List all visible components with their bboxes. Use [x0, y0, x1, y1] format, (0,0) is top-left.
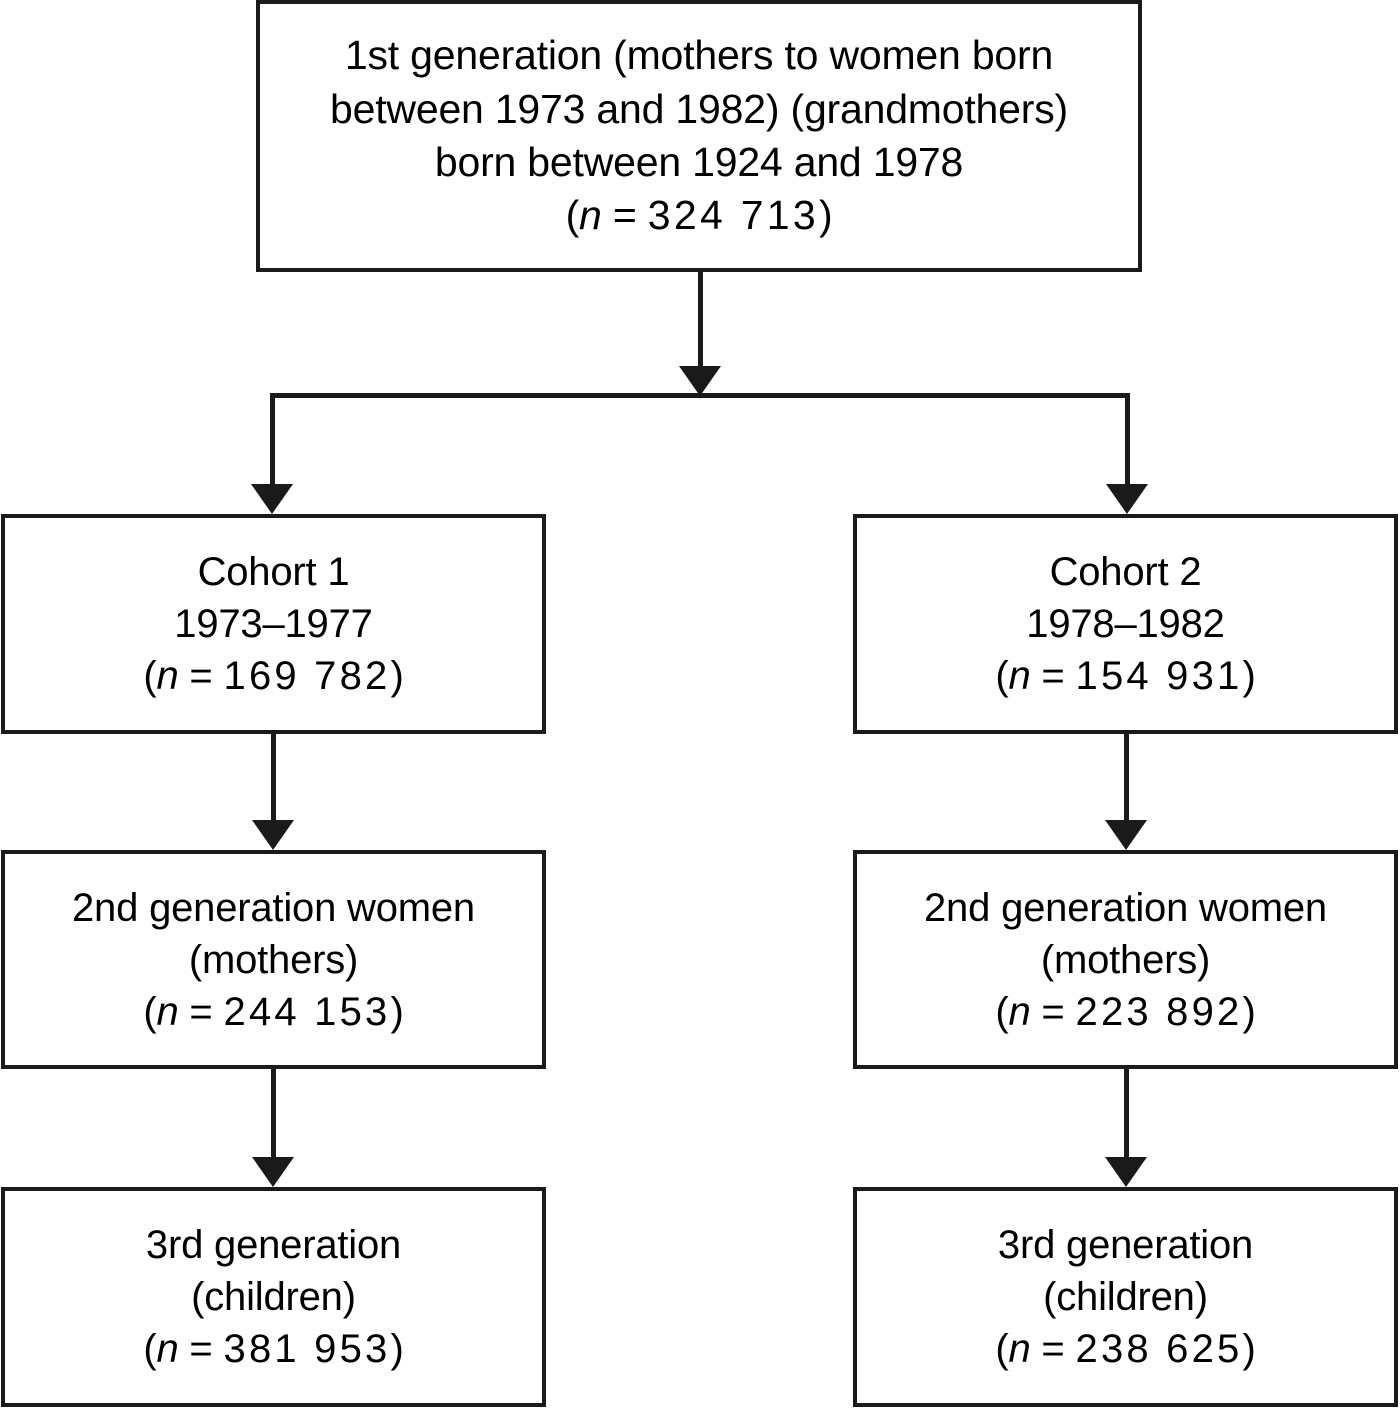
generation-2-right-line-1: 2nd generation women	[924, 885, 1327, 930]
generation-2-left-count: (n = 244 153)	[143, 989, 404, 1034]
connector-cohort1-to-gen2-arrowhead	[252, 820, 294, 850]
cohort-2-line-1: Cohort 2	[1049, 550, 1202, 594]
cohort-1-line-1: Cohort 1	[197, 550, 350, 594]
node-cohort-1: Cohort 1 1973–1977 (n = 169 782)	[1, 514, 546, 734]
connector-split-to-cohort2-arrowhead	[1106, 484, 1148, 514]
generation-3-left-line-2: (children)	[191, 1275, 356, 1319]
node-generation-1: 1st generation (mothers to women born be…	[256, 0, 1142, 272]
connector-split-bar	[270, 393, 1130, 398]
connector-gen1-to-split-stem	[698, 272, 703, 371]
cohort-1-line-2: 1973–1977	[174, 602, 373, 646]
connector-cohort2-to-gen2-arrowhead	[1105, 820, 1147, 850]
connector-split-to-cohort1-stem	[270, 393, 275, 489]
generation-1-count: (n = 324 713)	[565, 192, 833, 239]
generation-3-left-count: (n = 381 953)	[143, 1327, 404, 1371]
generation-3-right-line-2: (children)	[1043, 1275, 1208, 1319]
generation-1-line-1: 1st generation (mothers to women born	[344, 32, 1054, 79]
connector-cohort1-to-gen2-stem	[271, 734, 276, 825]
generation-3-right-count: (n = 238 625)	[995, 1327, 1256, 1371]
node-generation-2-right: 2nd generation women (mothers) (n = 223 …	[853, 850, 1398, 1069]
connector-gen2-to-gen3-left-arrowhead	[252, 1157, 294, 1187]
cohort-2-count: (n = 154 931)	[995, 654, 1256, 698]
generation-3-left-line-1: 3rd generation	[145, 1223, 402, 1267]
generation-1-line-3: born between 1924 and 1978	[434, 139, 964, 185]
generation-1-line-2: between 1973 and 1982) (grandmothers)	[330, 85, 1068, 132]
node-generation-3-right: 3rd generation (children) (n = 238 625)	[853, 1187, 1398, 1407]
node-generation-2-left: 2nd generation women (mothers) (n = 244 …	[1, 850, 546, 1069]
generation-2-left-line-2: (mothers)	[188, 937, 359, 982]
node-cohort-2: Cohort 2 1978–1982 (n = 154 931)	[853, 514, 1398, 734]
connector-gen2-to-gen3-right-arrowhead	[1105, 1157, 1147, 1187]
connector-gen2-to-gen3-right-stem	[1124, 1069, 1129, 1162]
connector-split-to-cohort2-stem	[1125, 393, 1130, 489]
node-generation-3-left: 3rd generation (children) (n = 381 953)	[1, 1187, 546, 1407]
generation-2-right-line-2: (mothers)	[1040, 937, 1211, 982]
cohort-2-line-2: 1978–1982	[1026, 602, 1225, 646]
cohort-1-count: (n = 169 782)	[143, 654, 404, 698]
connector-split-to-cohort1-arrowhead	[251, 484, 293, 514]
generation-3-right-line-1: 3rd generation	[997, 1223, 1254, 1267]
connector-gen2-to-gen3-left-stem	[271, 1069, 276, 1162]
generation-2-right-count: (n = 223 892)	[995, 989, 1256, 1034]
connector-cohort2-to-gen2-stem	[1124, 734, 1129, 825]
connector-gen1-to-split-arrowhead	[679, 366, 721, 396]
generation-2-left-line-1: 2nd generation women	[72, 885, 475, 930]
